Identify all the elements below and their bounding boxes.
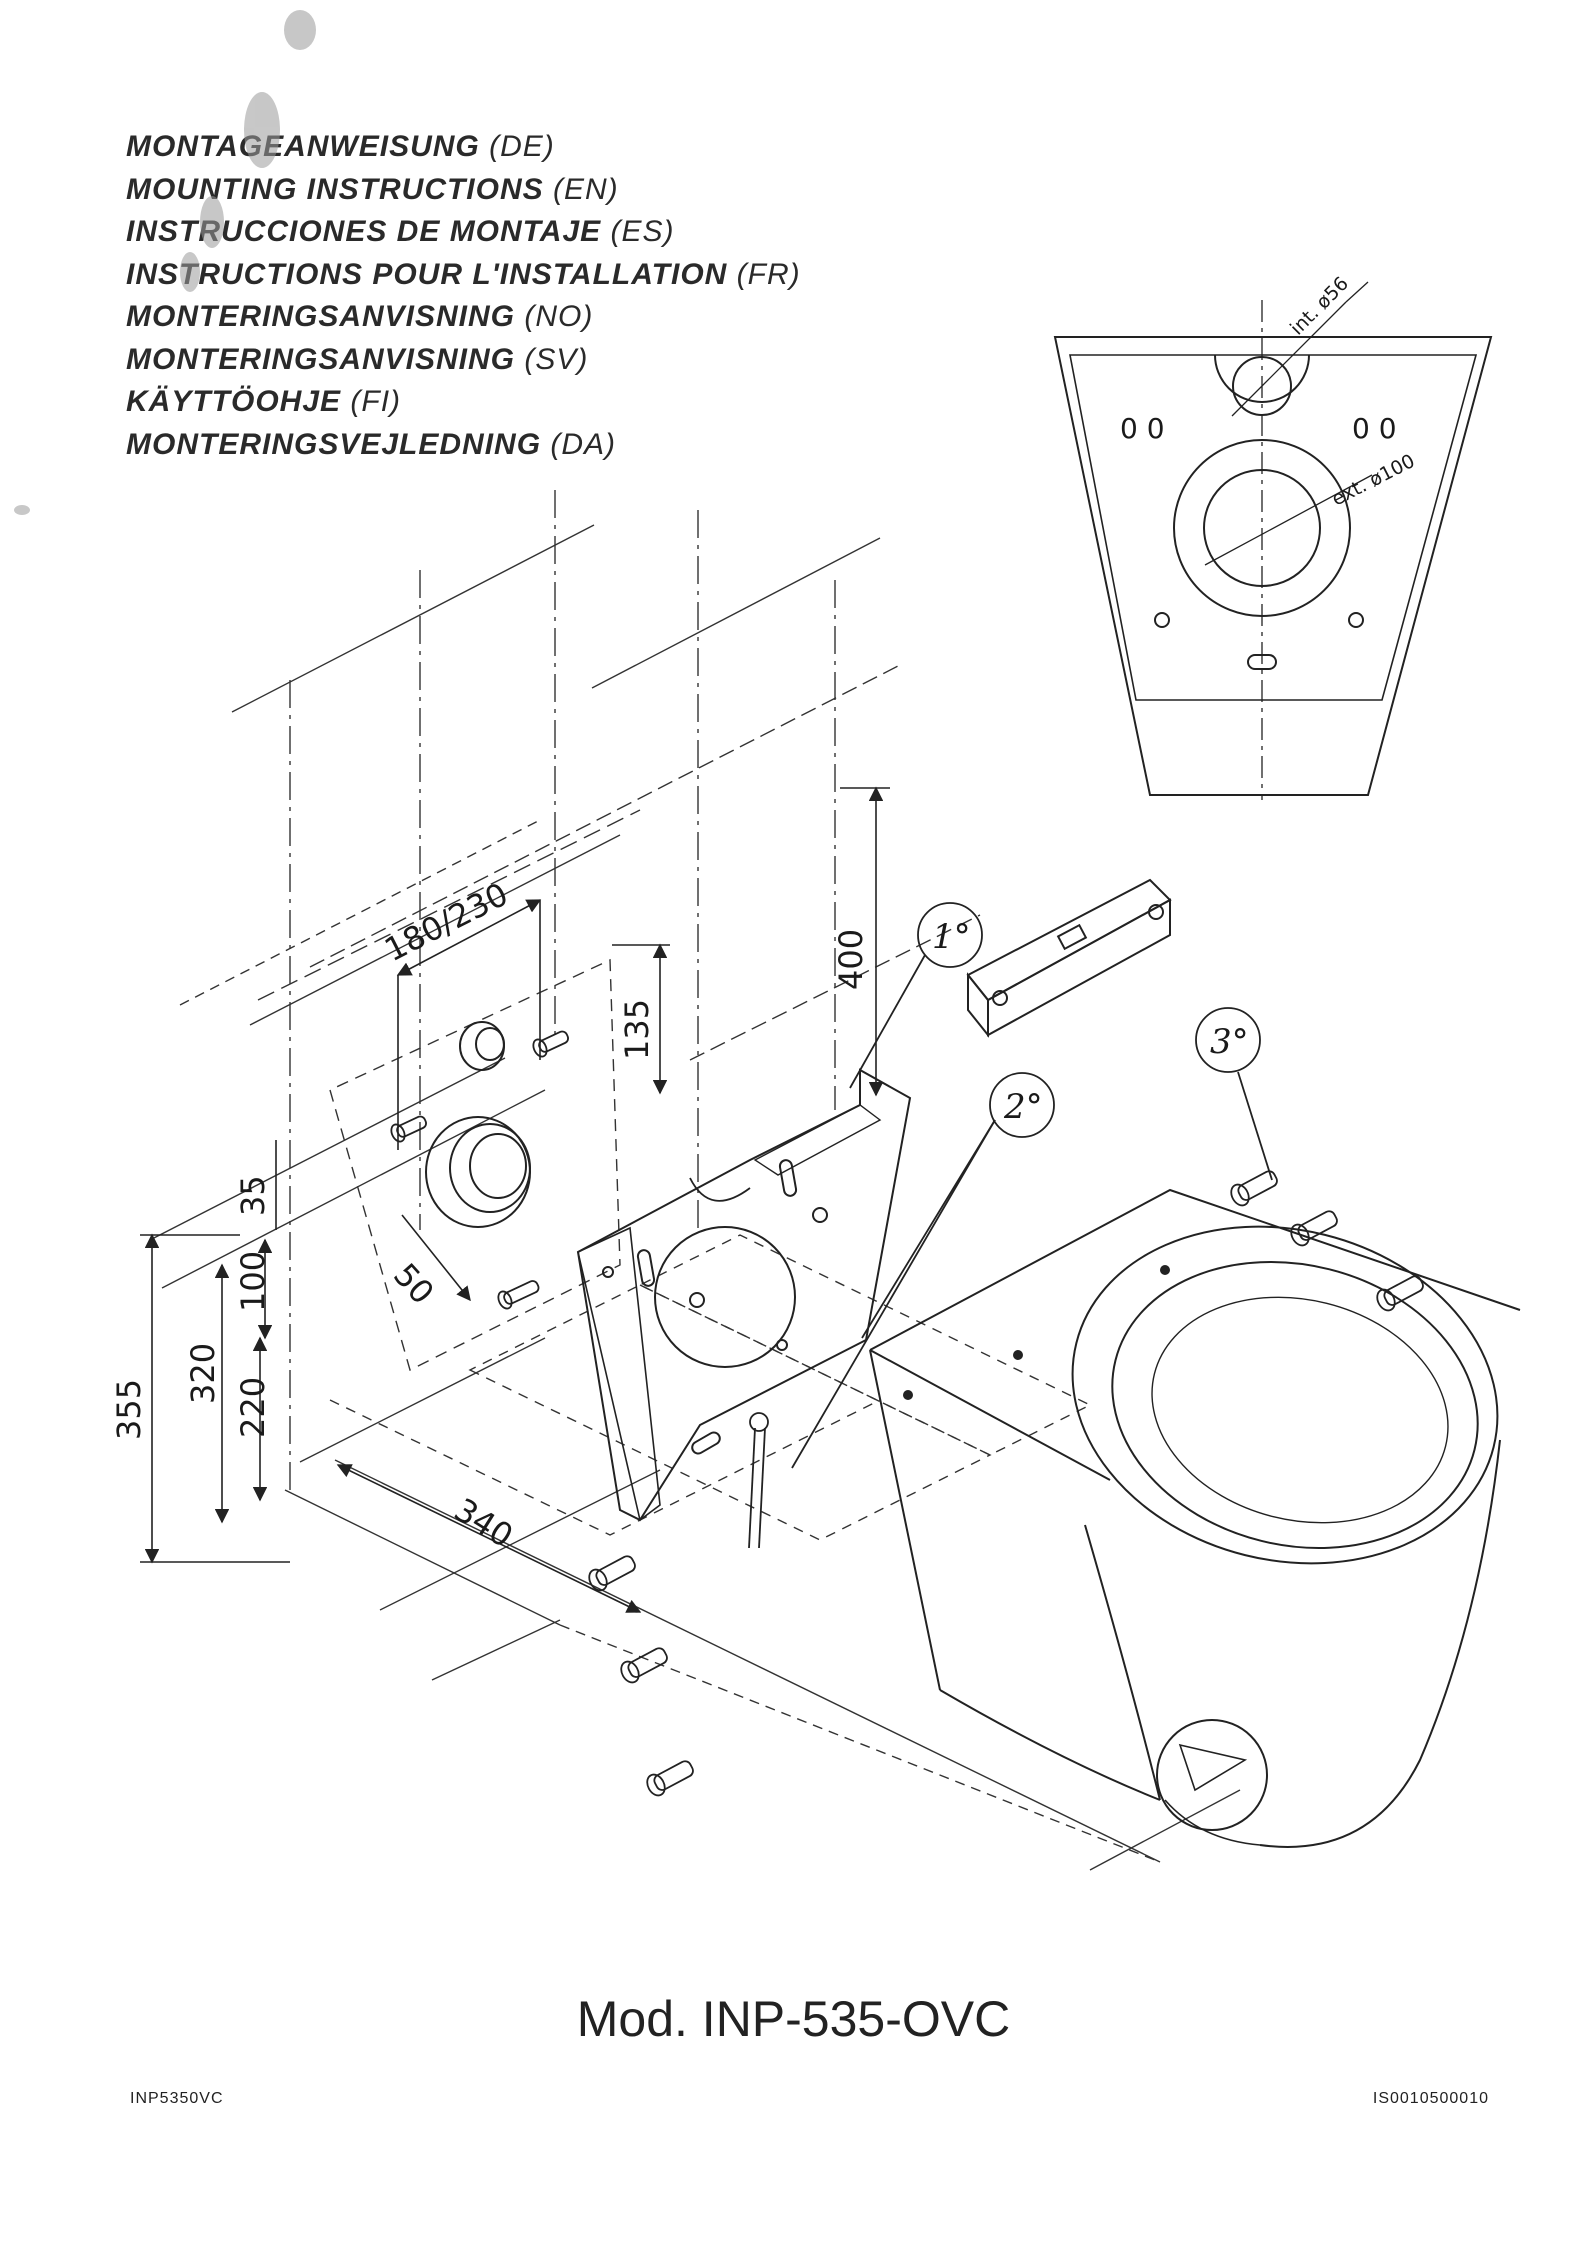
mounting-frame bbox=[576, 1068, 912, 1522]
screw-3 bbox=[497, 1280, 540, 1310]
dim-355: 355 bbox=[110, 1379, 148, 1440]
dimension-labels: 180/230 135 400 35 100 50 355 320 220 34… bbox=[110, 875, 870, 1555]
dim-50: 50 bbox=[386, 1256, 441, 1312]
detail-holes-right: 0 0 bbox=[1352, 412, 1397, 445]
screw-2 bbox=[532, 1030, 569, 1058]
label-ext-diameter: ext. ø100 bbox=[1328, 450, 1418, 510]
screw-5 bbox=[620, 1647, 668, 1684]
spirit-level bbox=[966, 878, 1172, 1038]
detail-view bbox=[1053, 281, 1493, 800]
dim-400: 400 bbox=[832, 929, 870, 990]
screw-8 bbox=[1290, 1210, 1338, 1247]
step-3-label: 3° bbox=[1210, 1022, 1249, 1062]
dim-220: 220 bbox=[234, 1377, 272, 1438]
detail-holes-left: 0 0 bbox=[1120, 412, 1165, 445]
screws bbox=[390, 1030, 1424, 1797]
title-fr: INSTRUCTIONS POUR L'INSTALLATION (FR) bbox=[126, 257, 801, 291]
toilet-bowl bbox=[869, 1188, 1521, 1848]
dim-100: 100 bbox=[234, 1251, 272, 1312]
step-2-label: 2° bbox=[1003, 1087, 1043, 1127]
dim-135: 135 bbox=[618, 999, 656, 1060]
screw-6 bbox=[646, 1760, 694, 1797]
detail-labels: int. ø56 ext. ø100 0 0 0 0 bbox=[1120, 273, 1418, 511]
step-1-circle bbox=[917, 902, 983, 968]
reference-left: INP5350VC bbox=[130, 2090, 224, 2107]
dimension-lines bbox=[140, 786, 890, 1613]
construction-lines bbox=[149, 490, 1241, 1871]
screw-1 bbox=[390, 1115, 427, 1143]
title-en: MOUNTING INSTRUCTIONS (EN) bbox=[126, 172, 619, 206]
title-de: MONTAGEANWEISUNG (DE) bbox=[126, 130, 555, 163]
anchor-bolt bbox=[748, 1412, 769, 1549]
step-labels: 1° 2° 3° bbox=[932, 917, 1249, 1127]
label-int-diameter: int. ø56 bbox=[1286, 273, 1353, 340]
screw-7 bbox=[1230, 1170, 1278, 1207]
title-sv: MONTERINGSANVISNING (SV) bbox=[126, 342, 589, 376]
dim-35: 35 bbox=[234, 1175, 272, 1216]
scan-smudges bbox=[14, 10, 316, 515]
reference-right: IS0010500010 bbox=[1372, 2090, 1489, 2107]
step-callouts bbox=[791, 902, 1273, 1469]
title-fi: KÄYTTÖOHJE (FI) bbox=[126, 385, 402, 418]
title-da: MONTERINGSVEJLEDNING (DA) bbox=[126, 427, 617, 461]
step-3-circle bbox=[1195, 1007, 1261, 1073]
screw-4 bbox=[588, 1555, 636, 1592]
waste-pipe-seal bbox=[425, 1021, 531, 1228]
model-name: Mod. INP-535-OVC bbox=[576, 1991, 1011, 2047]
step-2-circle bbox=[989, 1072, 1055, 1138]
title-no: MONTERINGSANVISNING (NO) bbox=[126, 300, 594, 333]
dim-320: 320 bbox=[184, 1343, 222, 1404]
step-1-label: 1° bbox=[932, 917, 971, 957]
